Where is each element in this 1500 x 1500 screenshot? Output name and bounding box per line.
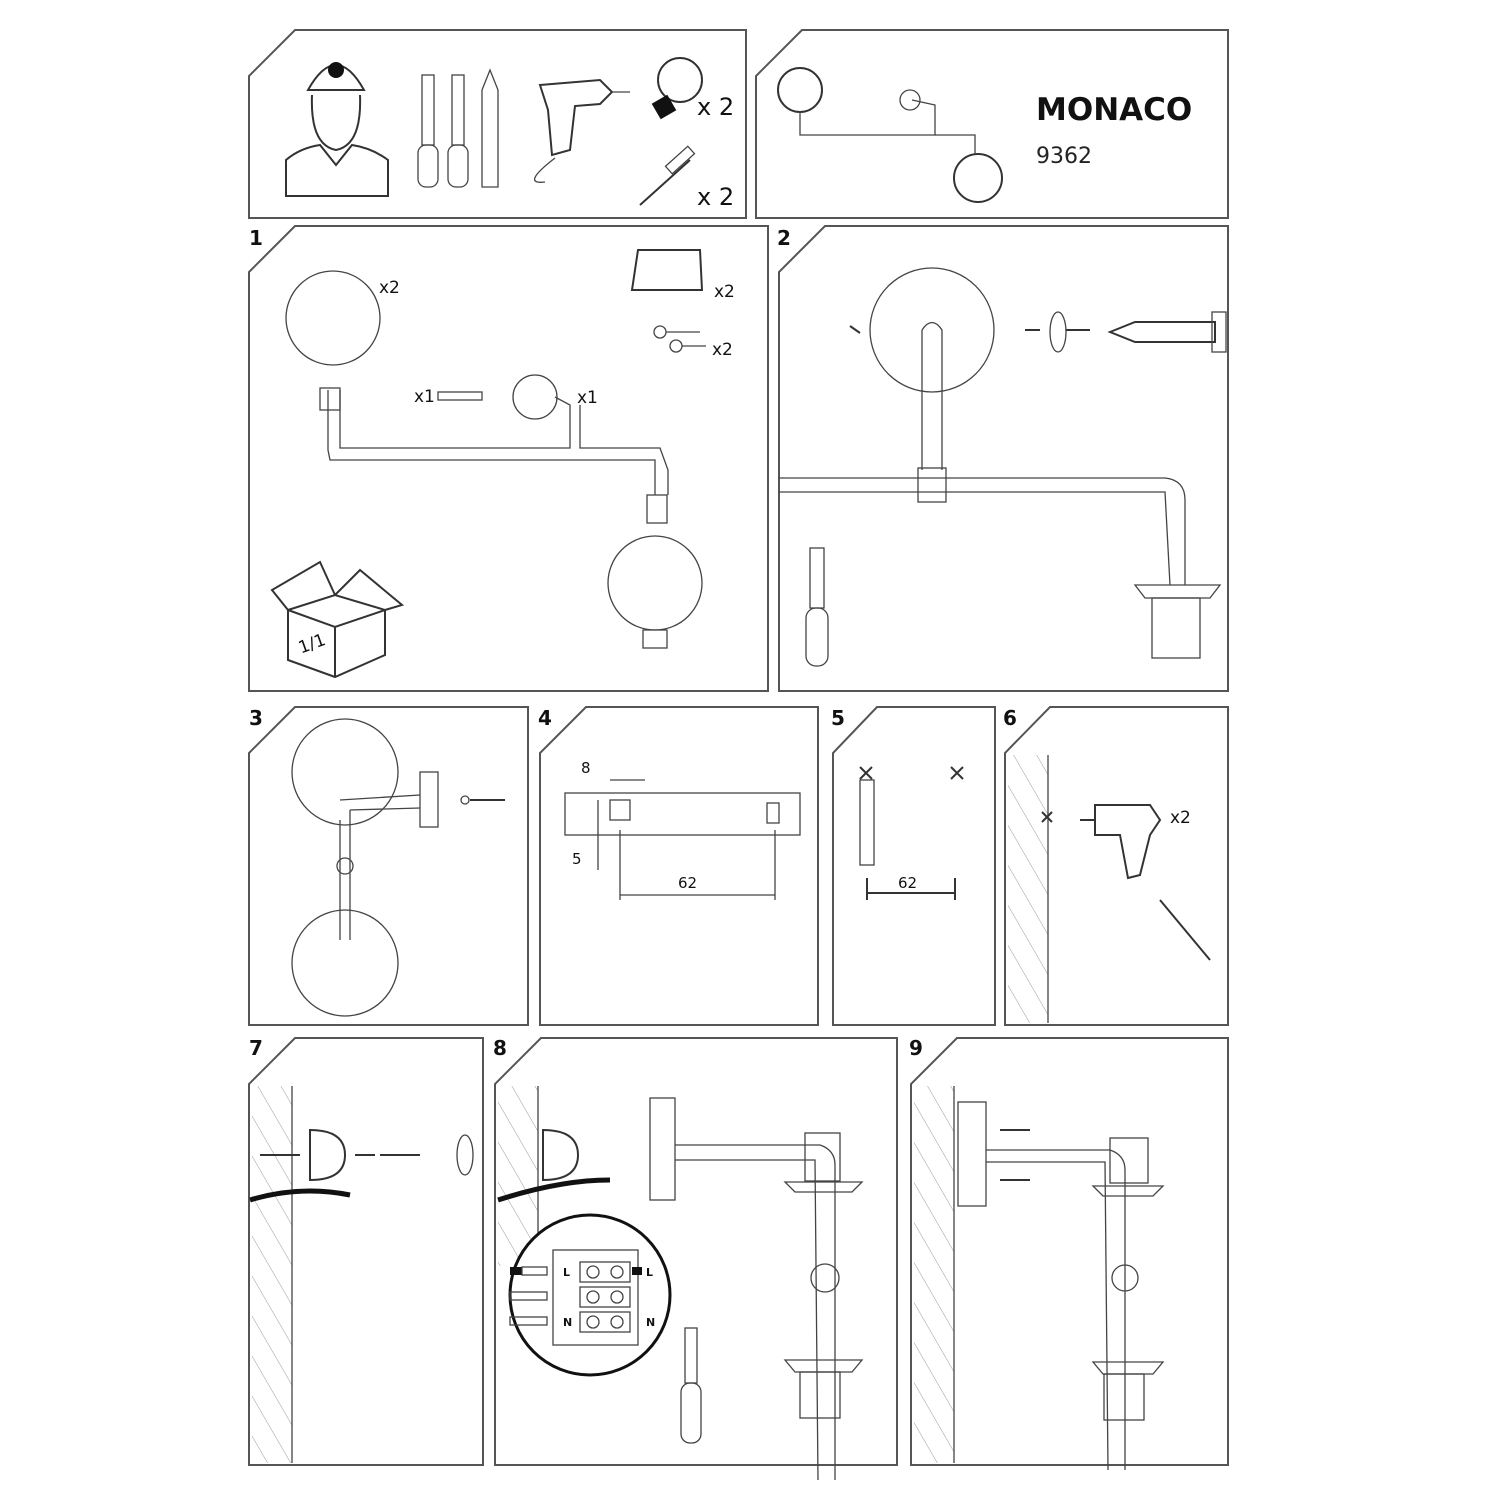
rod-quantity: x1	[414, 387, 435, 407]
step-number: 7	[249, 1036, 263, 1060]
step-number: 2	[777, 226, 791, 250]
dimension-label: 5	[572, 850, 582, 868]
screwdriver-icon	[805, 547, 829, 667]
step-number: 3	[249, 706, 263, 730]
step-1-panel: 1 x2 x2 x2 x1 x1 1/1	[248, 225, 769, 692]
canopy-cup	[630, 249, 704, 291]
step-8-panel: 8 L N L N	[493, 1036, 898, 1481]
screwdriver-icon	[680, 1327, 702, 1444]
product-code: 9362	[1036, 144, 1092, 169]
step-number: 9	[909, 1036, 923, 1060]
product-panel: MONACO 9362	[755, 29, 1229, 219]
dimension-label: 8	[581, 759, 591, 777]
step-4-panel: 4 8 5 62	[538, 706, 819, 1026]
wiring-detail: L N L N	[508, 1213, 672, 1377]
wire-label-neutral: N	[563, 1316, 572, 1329]
pencil-icon	[481, 68, 499, 188]
drill-quantity: x2	[1170, 808, 1191, 828]
plate-quantity: x1	[577, 388, 598, 408]
screwdriver-icon	[417, 74, 469, 188]
step-5-panel: 5 62	[831, 706, 996, 1026]
bulb-icon	[651, 57, 703, 120]
step-3-panel: 3	[248, 706, 529, 1026]
dimension-label: 62	[898, 874, 917, 892]
product-name: MONACO	[1036, 92, 1192, 128]
shade-quantity: x2	[379, 278, 400, 298]
wire-label-neutral: N	[646, 1316, 655, 1329]
step-2-panel: 2	[777, 225, 1229, 692]
step-6-panel: 6 x2	[1003, 706, 1229, 1026]
screws	[653, 325, 706, 353]
wire-label-live: L	[646, 1266, 653, 1279]
wall-plug-screw-icon	[639, 145, 696, 206]
drill-icon	[534, 78, 630, 183]
electrician-icon	[285, 62, 389, 197]
step-number: 1	[249, 226, 263, 250]
step-number: 8	[493, 1036, 507, 1060]
screw-quantity: x2	[712, 340, 733, 360]
bulb-quantity: x 2	[697, 93, 734, 121]
lamp-preview-icon	[777, 67, 1003, 203]
glass-shade	[285, 270, 381, 366]
step-number: 6	[1003, 706, 1017, 730]
dimension-label: 62	[678, 874, 697, 892]
step-7-panel: 7	[248, 1036, 484, 1466]
canopy-quantity: x2	[714, 282, 735, 302]
screw-quantity: x 2	[697, 183, 734, 211]
step-number: 4	[538, 706, 552, 730]
wire-label-live: L	[563, 1266, 570, 1279]
step-number: 5	[831, 706, 845, 730]
tools-panel: x 2 x 2	[248, 29, 747, 219]
step-9-panel: 9	[909, 1036, 1229, 1471]
